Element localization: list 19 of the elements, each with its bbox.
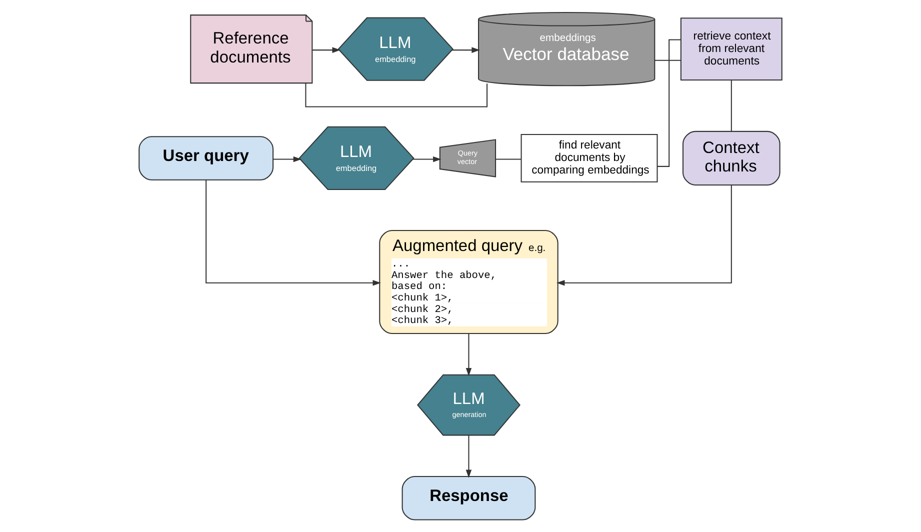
connector [654,60,681,61]
arrow [273,156,302,162]
arrow [466,436,472,478]
node-box: Response [402,476,536,520]
arrow [312,47,340,53]
arrow [556,185,732,286]
connector [496,158,521,160]
node-box: retrieve context from relevant documents [680,18,782,80]
connector [730,80,732,132]
arrow [206,180,381,286]
arrow [452,47,480,53]
node-box: Query vector [439,139,496,178]
arrow [466,334,472,376]
connector [305,83,488,108]
node-box: User query [138,136,274,180]
node-box: Augmented query e.g. ... Answer the above, based on: <chunk 1>, <chunk 2>, <chunk 3>, [379,230,558,334]
node-box: Context chunks [682,130,780,186]
node-box: find relevant documents by comparing embeddings [520,134,658,182]
arrow [412,156,442,162]
